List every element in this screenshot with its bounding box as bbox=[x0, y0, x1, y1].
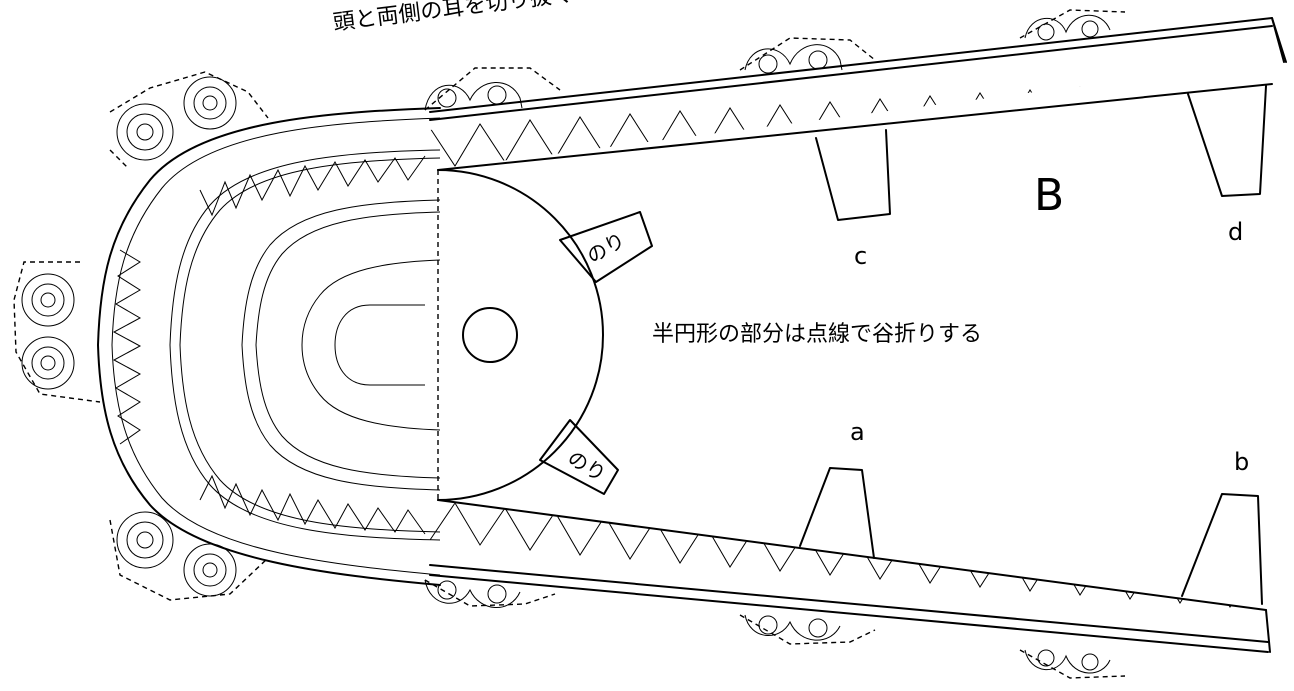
glue-tab-lower bbox=[539, 419, 619, 495]
ear-middle bbox=[13, 261, 101, 403]
part-label: B bbox=[1034, 170, 1064, 221]
base-piece-b: のり のり bbox=[437, 83, 1273, 611]
tab-c-label: c bbox=[854, 242, 867, 270]
top-band bbox=[429, 17, 1287, 167]
instruction-text: 半円形の部分は点線で谷折りする bbox=[652, 322, 982, 347]
glue-tab-lower-label: のり bbox=[564, 446, 611, 487]
tab-d-label: d bbox=[1228, 218, 1243, 246]
tab-c bbox=[815, 129, 891, 221]
semicircle-flap bbox=[437, 169, 604, 501]
tab-a bbox=[799, 467, 875, 559]
tab-b bbox=[1181, 493, 1263, 605]
bottom-band bbox=[429, 502, 1271, 653]
head-outline bbox=[97, 107, 441, 586]
tab-a-label: a bbox=[850, 418, 865, 446]
band-bumps bbox=[424, 9, 1126, 679]
tab-b-label: b bbox=[1234, 448, 1249, 476]
ear-top bbox=[109, 71, 269, 169]
center-hole bbox=[462, 307, 518, 363]
tab-d bbox=[1187, 85, 1267, 197]
ear-bottom bbox=[109, 511, 269, 601]
glue-tab-upper-label: のり bbox=[583, 228, 630, 269]
glue-tab-upper bbox=[559, 211, 653, 283]
header-text: 頭と両側の耳を切り抜く bbox=[332, 0, 575, 36]
